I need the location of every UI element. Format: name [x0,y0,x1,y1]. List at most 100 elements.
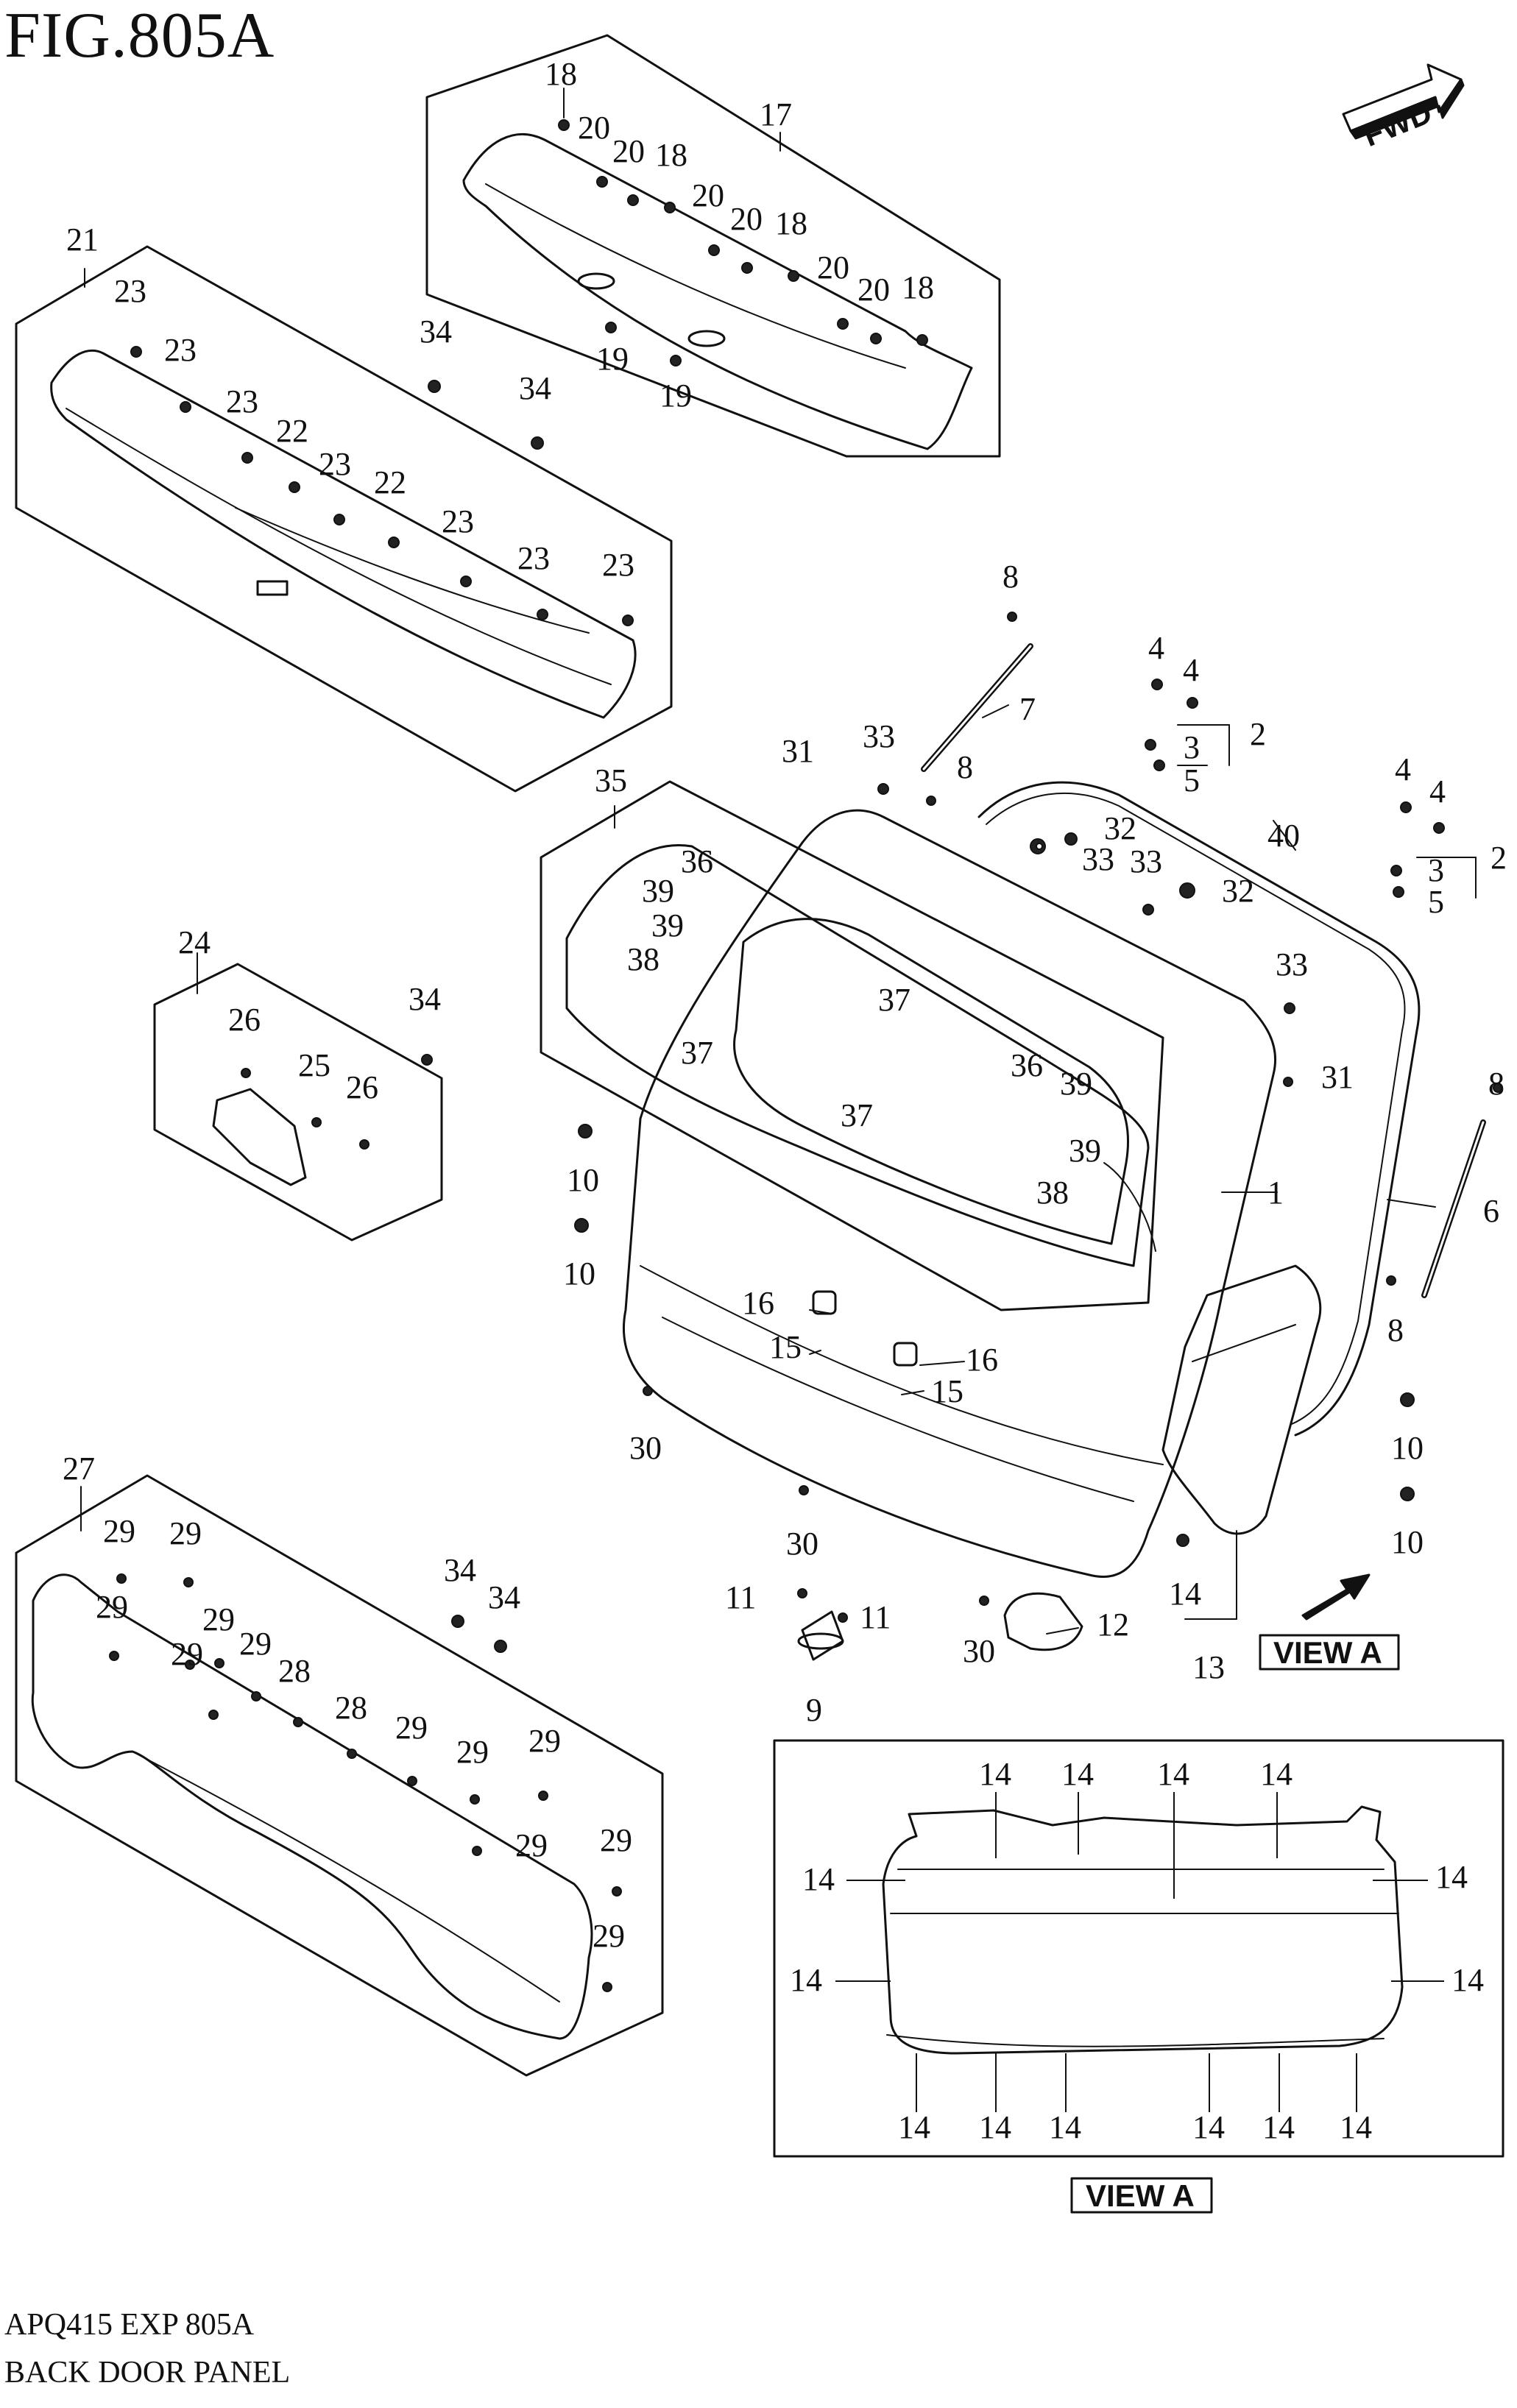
callout-5: 5 [1428,884,1444,920]
callout-28: 28 [335,1690,367,1726]
callout-16: 16 [966,1342,998,1378]
callout-29: 29 [103,1513,135,1549]
callout-36: 36 [1011,1047,1043,1083]
callout-25: 25 [298,1047,330,1083]
callout-31: 31 [1321,1059,1354,1095]
callout-2: 2 [1491,840,1507,876]
callout-19: 19 [660,378,692,414]
callout-37: 37 [681,1035,713,1071]
callout-26: 26 [228,1002,261,1038]
latch-9 [797,1610,844,1661]
inset-callout-14: 14 [1262,2109,1295,2145]
callout-11: 11 [860,1599,891,1635]
callout-39: 39 [651,907,684,943]
callout-14: 14 [1169,1576,1201,1612]
inset-callout-14: 14 [1260,1756,1293,1792]
callout-35: 35 [595,762,627,798]
callout-34: 34 [519,370,551,406]
lower-garnish-group-27 [15,1474,664,2077]
callout-38: 38 [1036,1175,1069,1211]
callout-34: 34 [420,314,452,350]
inset-callout-14: 14 [1049,2109,1081,2145]
callout-18: 18 [655,137,687,173]
footer-name: BACK DOOR PANEL [4,2356,291,2390]
inset-callout-14: 14 [802,1861,835,1897]
callout-21: 21 [66,222,99,258]
callout-23: 23 [164,332,197,368]
fwd-arrow-icon [1342,63,1465,140]
callout-labels: 18 17 20 20 18 20 20 18 20 20 18 19 19 2… [63,56,1507,2145]
callout-29: 29 [600,1822,632,1858]
callout-8: 8 [1003,559,1019,595]
fasteners [109,119,1503,1992]
callout-1: 1 [1267,1175,1284,1211]
callout-23: 23 [114,273,146,309]
inset-callout-14: 14 [1451,1962,1484,1998]
callout-37: 37 [878,982,910,1018]
callout-38: 38 [627,941,660,977]
callout-29: 29 [169,1515,202,1551]
callout-8: 8 [1387,1312,1404,1348]
callout-9: 9 [806,1692,822,1728]
callout-34: 34 [444,1552,476,1588]
view-a-inset [773,1739,1504,2158]
inset-callout-14: 14 [898,2109,930,2145]
leader-lines [80,88,1477,1635]
inset-callout-14: 14 [1340,2109,1372,2145]
callout-10: 10 [563,1256,595,1292]
callout-23: 23 [517,540,550,576]
inset-callout-14: 14 [790,1962,822,1998]
callout-3: 3 [1428,852,1444,888]
gas-strut-6 [1421,1119,1486,1298]
view-a-inset-label: VIEW A [1086,2178,1195,2213]
callout-28: 28 [278,1653,311,1689]
callout-3: 3 [1184,729,1200,765]
callout-15: 15 [931,1373,963,1409]
callout-23: 23 [602,547,634,583]
callout-18: 18 [545,56,577,92]
callout-29: 29 [96,1589,128,1625]
callout-32: 32 [1104,810,1136,846]
callout-29: 29 [395,1710,428,1746]
footer-code: APQ415 EXP 805A [4,2308,255,2342]
callout-10: 10 [1391,1524,1424,1560]
trim-13 [1161,1264,1322,1535]
callout-10: 10 [567,1162,599,1198]
callout-22: 22 [276,413,308,449]
callout-32: 32 [1222,873,1254,909]
garnish-group-21 [15,245,673,793]
callout-26: 26 [346,1069,378,1105]
callout-30: 30 [963,1633,995,1669]
view-a-inset-badge-frame [1070,2177,1213,2214]
inset-callout-14: 14 [979,2109,1011,2145]
callout-20: 20 [857,272,890,308]
inset-callout-14: 14 [1192,2109,1225,2145]
callout-8: 8 [957,749,973,785]
view-a-badge-frame [1259,1634,1400,1671]
callout-31: 31 [782,733,814,769]
callout-29: 29 [515,1827,548,1863]
inset-callout-14: 14 [1435,1859,1468,1895]
callout-12: 12 [1097,1607,1129,1643]
callout-20: 20 [578,110,610,146]
inset-callout-14: 14 [1061,1756,1094,1792]
callout-39: 39 [1060,1066,1092,1102]
cover-12 [1003,1592,1083,1651]
callout-39: 39 [642,873,674,909]
gas-strut-7 [921,643,1033,772]
back-door-glass-group-35 [540,780,1164,1311]
callout-33: 33 [1082,841,1114,877]
callout-7: 7 [1019,691,1036,727]
callout-6: 6 [1483,1193,1499,1229]
callout-29: 29 [593,1918,625,1954]
view-a-arrow-icon [1301,1573,1371,1621]
spoiler-group-17 [425,34,1001,458]
callout-19: 19 [596,341,629,377]
callout-16: 16 [742,1285,774,1321]
callout-20: 20 [730,201,763,237]
callout-29: 29 [239,1626,272,1662]
callout-33: 33 [863,718,895,754]
view-a-label: VIEW A [1273,1635,1382,1670]
callout-4: 4 [1429,773,1446,810]
